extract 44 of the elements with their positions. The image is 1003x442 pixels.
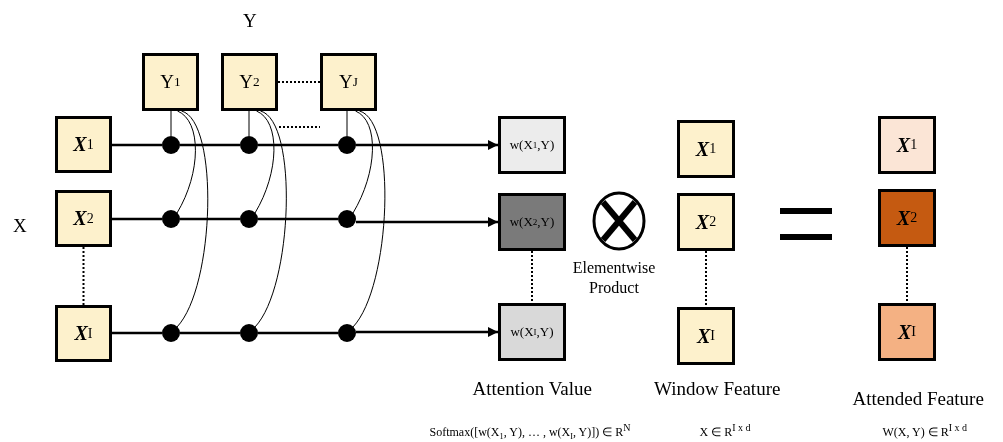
arrow	[356, 217, 498, 227]
connector-line	[112, 143, 162, 147]
formula: X ∈ R$^{I x d}$	[699, 422, 751, 440]
junction-dot	[240, 324, 258, 342]
operator-label: Elementwise Product	[571, 258, 657, 298]
dotted-connector	[82, 246, 85, 306]
connector-line	[352, 110, 373, 214]
junction-dot	[338, 324, 356, 342]
junction-dot	[338, 210, 356, 228]
junction-dot	[338, 136, 356, 154]
connector-line	[258, 217, 338, 221]
dotted-connector	[531, 250, 533, 304]
dotted-connector	[277, 81, 321, 83]
connector-line	[180, 331, 240, 335]
column-label: Window Feature	[654, 378, 781, 400]
axis-label: Y	[243, 10, 257, 32]
connector-line	[258, 143, 338, 147]
connector-line	[176, 110, 196, 214]
formula: Softmax([w(X$_{1}$, Y), … , w(X$_{I}$, Y)]) ∈ R$^{N}$	[429, 422, 631, 442]
axis-label: X	[13, 215, 27, 237]
connector-line	[254, 110, 287, 328]
connector-line	[170, 110, 172, 137]
junction-dot	[162, 136, 180, 154]
dotted-connector	[705, 250, 707, 308]
junction-dot	[162, 210, 180, 228]
arrow	[356, 327, 498, 337]
connector-line	[112, 331, 162, 335]
arrow	[356, 140, 498, 150]
connector-line	[346, 110, 348, 137]
dotted-connector	[906, 246, 908, 304]
connector-line	[248, 110, 250, 137]
connector-line	[352, 110, 386, 328]
junction-dot	[240, 210, 258, 228]
formula: W(X, Y) ∈ R$^{I x d}$	[882, 422, 968, 440]
connector-line	[254, 110, 275, 214]
connector-line	[112, 217, 162, 221]
connector-line	[258, 331, 338, 335]
connector-line	[180, 143, 240, 147]
column-label: Attention Value	[472, 378, 592, 400]
column-label: Attended Feature	[852, 388, 984, 410]
junction-dot	[162, 324, 180, 342]
connector-line	[180, 217, 240, 221]
junction-dot	[240, 136, 258, 154]
connector-line	[176, 110, 209, 328]
